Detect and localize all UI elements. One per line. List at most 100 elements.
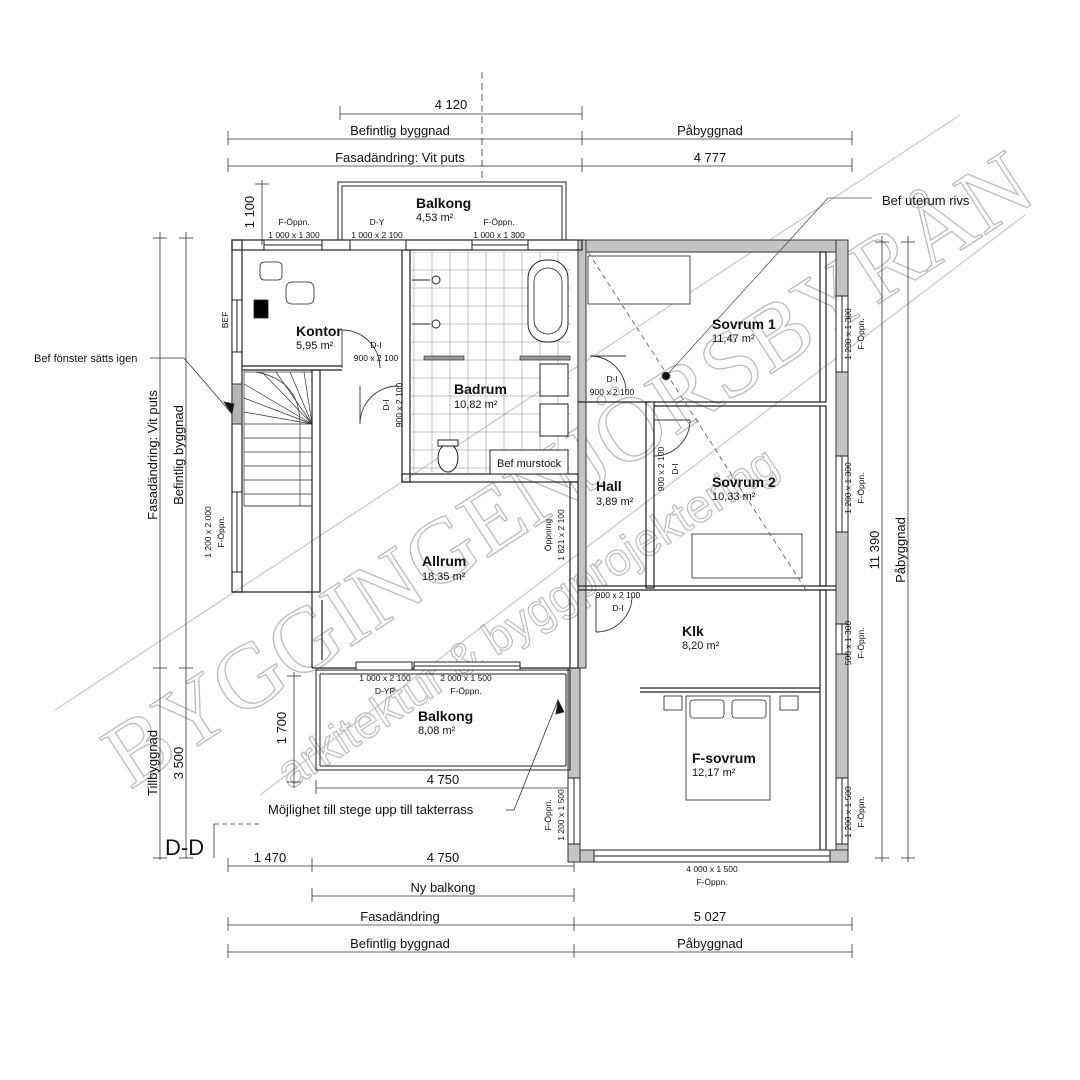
note-mojlighet: Möjlighet till stege upp till takterrass — [268, 802, 474, 817]
dim-1700: 1 700 — [274, 712, 289, 745]
bathroom-fixtures — [410, 252, 571, 475]
spec-2000x1500: 2 000 x 1 500 — [440, 673, 492, 683]
spec-oppning: Öppning — [543, 519, 553, 551]
spec-1000x1300-1: 1 000 x 1 300 — [268, 230, 320, 240]
room-hall-name: Hall — [596, 478, 622, 494]
section-marker — [213, 823, 260, 858]
note-bef-uterum: Bef uterum rivs — [882, 193, 970, 208]
spec-d-i-sovrum1: D-I — [606, 374, 617, 384]
room-klk-area: 8,20 m² — [682, 640, 720, 652]
spec-900x2100-kontor: 900 x 2 100 — [354, 353, 399, 363]
spec-d-i-klk: D-I — [612, 603, 623, 613]
dim-top-pabyggnad: Påbyggnad — [677, 123, 743, 138]
right-dimensions — [875, 236, 915, 862]
spec-1200x1500-1: 1 200 x 1 500 — [843, 786, 853, 838]
door-swings — [341, 329, 691, 633]
room-kontor-area: 5,95 m² — [296, 340, 334, 352]
spec-1200x1500-2: 1 200 x 1 500 — [556, 789, 566, 841]
spec-900x2100-klk: 900 x 2 100 — [596, 590, 641, 600]
spec-1000x2100-2: 1 000 x 2 100 — [359, 673, 411, 683]
room-balkong-top-area: 4,53 m² — [416, 212, 454, 224]
dim-left-befintlig: Befintlig byggnad — [171, 405, 186, 505]
left-dimensions — [153, 180, 301, 860]
dim-left-fasad: Fasadändring: Vit puts — [145, 390, 160, 520]
dim-5027: 5 027 — [694, 909, 727, 924]
room-hall-area: 3,89 m² — [596, 496, 634, 508]
room-badrum-name: Badrum — [454, 381, 507, 397]
dim-right-pabyggnad: Påbyggnad — [893, 517, 908, 583]
note-bef: BEF — [220, 312, 230, 329]
room-fsovrum-name: F-sovrum — [692, 750, 756, 766]
spec-f-oppn-10: F-Öppn. — [696, 877, 727, 887]
furniture — [253, 255, 803, 801]
room-balkong-bottom-area: 8,08 m² — [418, 725, 456, 737]
windows — [231, 239, 849, 863]
spec-f-oppn-2: F-Öppn. — [483, 217, 514, 227]
spec-f-oppn-6: F-Öppn. — [856, 627, 866, 658]
spec-d-y: D-Y — [370, 217, 385, 227]
spec-f-oppn-9: F-Öppn. — [216, 516, 226, 547]
room-allrum-area: 18,35 m² — [422, 571, 466, 583]
dim-top-fasad: Fasadändring: Vit puts — [335, 150, 465, 165]
spec-d-i-sovrum2: D-I — [670, 463, 680, 474]
note-bef-murstock: Bef murstock — [497, 458, 562, 470]
mojlighet-leader — [506, 698, 565, 811]
room-allrum-name: Allrum — [422, 553, 466, 569]
bottom-dimensions — [227, 780, 853, 958]
spec-f-oppn-7: F-Öppn. — [856, 796, 866, 827]
opening-specs: F-Öppn. 1 000 x 1 300 D-Y 1 000 x 2 100 … — [203, 217, 866, 887]
spec-d-yp: D-YP — [375, 686, 396, 696]
dim-ny-balkong: Ny balkong — [410, 880, 475, 895]
dim-bottom-pabyggnad: Påbyggnad — [677, 936, 743, 951]
spec-900x2100-sovrum1: 900 x 2 100 — [590, 387, 635, 397]
spec-1200x1300-1: 1 200 x 1 300 — [843, 308, 853, 360]
room-kontor-name: Kontor — [296, 323, 342, 339]
demolish-markers — [587, 197, 872, 591]
dim-tillbyggnad: Tillbyggnad — [145, 730, 160, 796]
spec-1000x1300-2: 1 000 x 1 300 — [473, 230, 525, 240]
room-sovrum2-area: 10,33 m² — [712, 491, 756, 503]
stair — [243, 371, 313, 507]
spec-f-oppn-8: F-Öppn. — [543, 799, 553, 830]
balcony-top — [337, 181, 567, 241]
spec-1200x1300-2: 1 200 x 1 300 — [843, 462, 853, 514]
room-fsovrum-area: 12,17 m² — [692, 767, 736, 779]
spec-f-oppn-5: F-Öppn. — [856, 472, 866, 503]
dim-4120: 4 120 — [435, 97, 468, 112]
room-klk-name: Klk — [682, 623, 704, 639]
dim-top-befintlig: Befintlig byggnad — [350, 123, 450, 138]
dim-bottom-fasad: Fasadändring — [360, 909, 440, 924]
dim-4777: 4 777 — [694, 150, 727, 165]
spec-d-i-badrum: D-I — [381, 399, 391, 410]
spec-1821x2100: 1 821 x 2 100 — [556, 509, 566, 561]
dim-bottom-4750: 4 750 — [427, 850, 460, 865]
balcony-bottom — [315, 669, 571, 771]
room-badrum-area: 10,82 m² — [454, 399, 498, 411]
spec-f-oppn-1: F-Öppn. — [278, 217, 309, 227]
dim-11390: 11 390 — [867, 531, 882, 570]
spec-d-i-kontor: D-I — [370, 340, 381, 350]
dim-balcony-4750: 4 750 — [427, 772, 460, 787]
section-label: D-D — [165, 835, 204, 860]
spec-f-oppn-3: F-Öppn. — [450, 686, 481, 696]
spec-900x2100-badrum: 900 x 2 100 — [394, 383, 404, 428]
room-balkong-top-name: Balkong — [416, 195, 471, 211]
spec-900x2100-sovrum2: 900 x 2 100 — [656, 447, 666, 492]
note-bef-fonster: Bef fönster sätts igen — [34, 353, 137, 365]
room-sovrum2-name: Sovrum 2 — [712, 474, 776, 490]
dim-1100: 1 100 — [242, 196, 257, 229]
spec-f-oppn-4: F-Öppn. — [856, 318, 866, 349]
top-dimensions — [227, 72, 853, 180]
room-balkong-bottom-name: Balkong — [418, 708, 473, 724]
room-sovrum1-name: Sovrum 1 — [712, 316, 776, 332]
dim-bottom-befintlig: Befintlig byggnad — [350, 936, 450, 951]
room-sovrum1-area: 11,47 m² — [712, 333, 755, 345]
spec-1000x2100-1: 1 000 x 2 100 — [351, 230, 403, 240]
spec-500x1300: 500 x 1 300 — [843, 621, 853, 666]
fonster-leader — [150, 357, 235, 416]
dim-3500: 3 500 — [171, 747, 186, 780]
dim-1470: 1 470 — [254, 850, 287, 865]
spec-1200x2000: 1 200 x 2 000 — [203, 506, 213, 558]
spec-4000x1500: 4 000 x 1 500 — [686, 864, 738, 874]
